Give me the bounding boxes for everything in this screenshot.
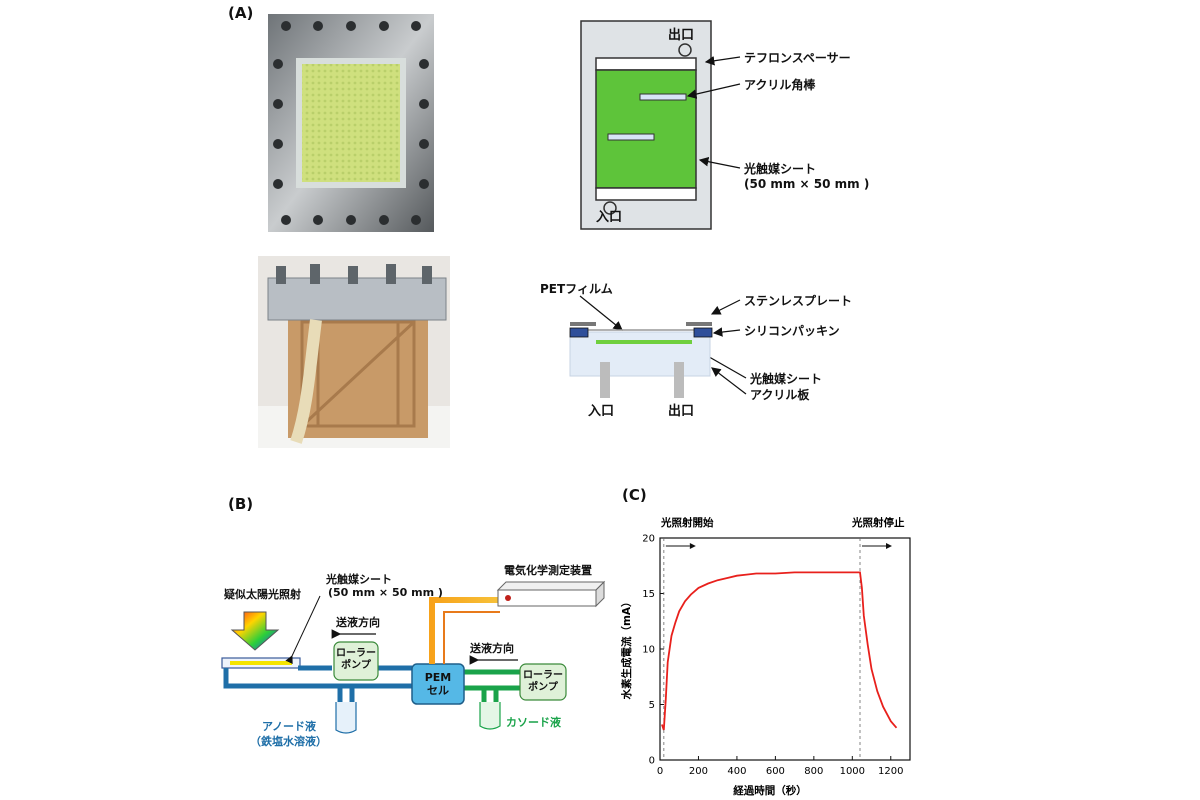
event-arrow-head <box>689 543 696 549</box>
silicone-packing-label: シリコンパッキン <box>744 324 840 338</box>
chart-axes: 0 200 400 600 800 1000 1200 0 5 10 15 20 <box>642 534 911 777</box>
x-tick-label: 1000 <box>840 766 865 777</box>
panel-c-label: (C) <box>622 486 647 504</box>
chart-series <box>661 571 898 731</box>
current-line <box>661 571 898 731</box>
inlet-label: 入口 <box>596 210 623 225</box>
x-tick-label: 400 <box>727 766 746 777</box>
outlet-label: 出口 <box>668 28 695 43</box>
cell-schematic-top-view <box>580 20 712 230</box>
y-tick-label: 5 <box>649 700 655 711</box>
pem-cell-line1: PEM <box>424 671 452 684</box>
sheet-size-label: (50 mm × 50 mm ) <box>744 177 870 191</box>
roller-pump-right-line2: ポンプ <box>528 682 558 693</box>
cell-photo-side-view <box>258 256 450 448</box>
pet-film-label: PETフィルム <box>540 282 613 296</box>
instrument-label: 電気化学測定装置 <box>504 564 592 577</box>
roller-pump-left: ローラー ポンプ <box>334 648 378 672</box>
hydrogen-current-chart: 0 200 400 600 800 1000 1200 0 5 10 15 20 光照射開始 光照射停… <box>620 516 911 797</box>
x-tick-label: 0 <box>657 766 663 777</box>
acrylic-plate-label: アクリル板 <box>750 388 810 402</box>
y-tick-label: 10 <box>642 645 655 656</box>
y-tick-label: 0 <box>649 756 655 767</box>
cross-sheet-label: 光触媒シート <box>750 372 823 386</box>
x-tick-label: 800 <box>804 766 823 777</box>
light-off-label: 光照射停止 <box>851 516 905 529</box>
simulated-sunlight-label: 疑似太陽光照射 <box>224 588 301 601</box>
x-tick-label: 200 <box>689 766 708 777</box>
roller-pump-left-line1: ローラー <box>336 648 376 659</box>
y-axis-label: 水素生成電流（mA） <box>620 596 633 700</box>
steel-plate-label: ステンレスプレート <box>744 294 853 308</box>
x-tick-label: 1200 <box>878 766 903 777</box>
event-arrow-head <box>886 543 892 549</box>
reactor-sheet-size-label: (50 mm × 50 mm ) <box>328 586 443 599</box>
roller-pump-right: ローラー ポンプ <box>520 670 566 694</box>
reactor-sheet-label: 光触媒シート <box>326 573 392 586</box>
acrylic-bar-label: アクリル角棒 <box>744 78 816 92</box>
light-on-label: 光照射開始 <box>660 516 714 529</box>
flow-direction-right-label: 送液方向 <box>470 642 514 655</box>
photocatalyst-sheet-label: 光触媒シート <box>744 162 817 176</box>
flow-direction-left-label: 送液方向 <box>336 616 380 629</box>
roller-pump-right-line1: ローラー <box>523 670 563 681</box>
x-axis-label: 経過時間（秒） <box>733 784 807 797</box>
cross-section-diagram <box>569 322 713 398</box>
x-tick-label: 600 <box>766 766 785 777</box>
cathode-solution-label: カソード液 <box>506 716 561 729</box>
cell-photo-top-view <box>268 14 434 232</box>
pem-cell: PEM セル <box>412 671 464 697</box>
y-tick-label: 15 <box>642 589 655 600</box>
spacer-label: テフロンスペーサー <box>744 51 851 65</box>
pem-cell-line2: セル <box>427 684 449 697</box>
roller-pump-left-line2: ポンプ <box>341 660 371 671</box>
plot-frame <box>659 537 911 761</box>
panel-a-label: (A) <box>228 4 254 22</box>
panel-b-label: (B) <box>228 495 254 513</box>
cross-outlet-label: 出口 <box>668 404 695 419</box>
y-tick-label: 20 <box>642 534 655 545</box>
cross-inlet-label: 入口 <box>588 404 615 419</box>
anode-solution-sub-label: （鉄塩水溶液） <box>250 735 327 748</box>
anode-solution-label: アノード液 <box>262 720 317 733</box>
